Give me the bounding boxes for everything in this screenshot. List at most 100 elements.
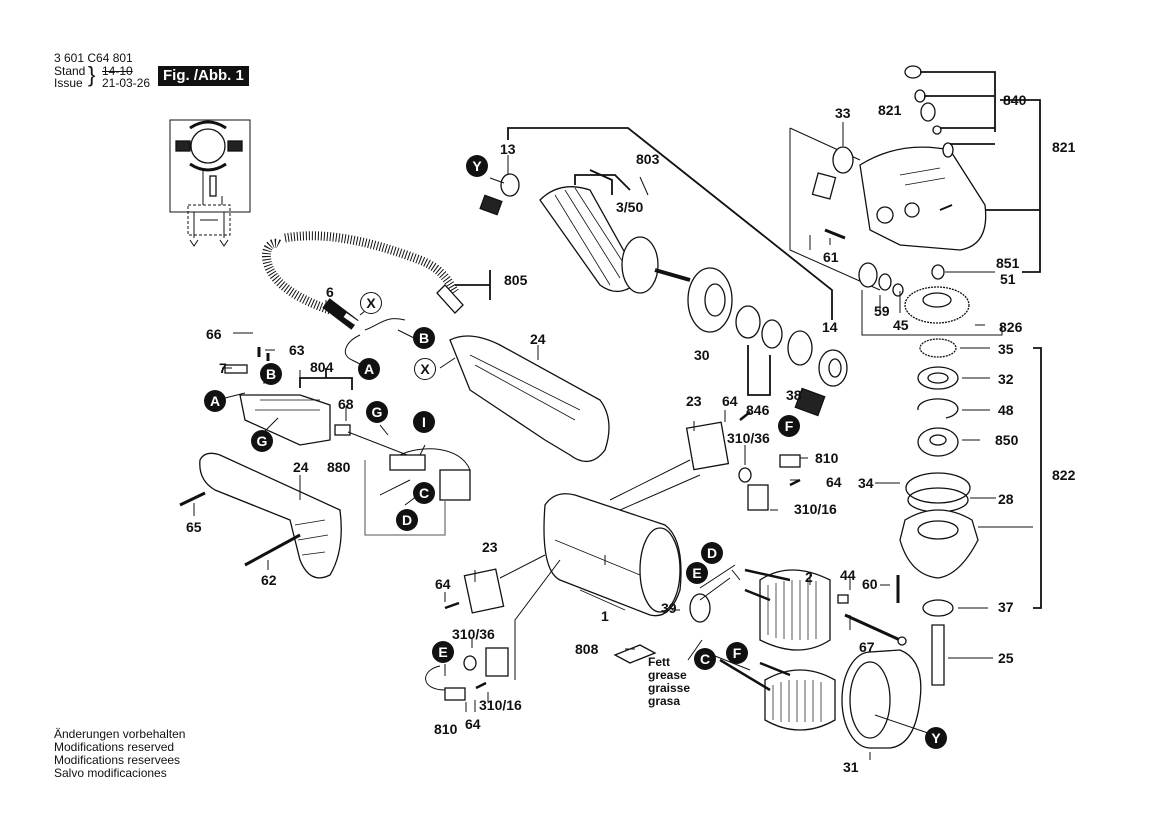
- gear-head-housing: [789, 65, 1041, 291]
- part-label-826: 826: [999, 319, 1023, 335]
- connector-badge-c: C: [413, 482, 435, 504]
- part-label-30: 30: [694, 347, 710, 363]
- connector-badge-d: D: [701, 542, 723, 564]
- connector-badge-x: X: [360, 292, 382, 314]
- switch-880: [364, 448, 471, 536]
- part-label-803: 803: [636, 151, 660, 167]
- part-label-880: 880: [327, 459, 351, 475]
- connector-badge-d: D: [396, 509, 418, 531]
- part-label-846: 846: [746, 402, 770, 418]
- part-label-66: 66: [206, 326, 222, 342]
- part-label-34: 34: [858, 475, 874, 491]
- part-label-44: 44: [840, 567, 856, 583]
- part-label-822: 822: [1052, 467, 1076, 483]
- part-label-23-upper: 23: [686, 393, 702, 409]
- part-label-310-16-lower: 310/16: [479, 697, 522, 713]
- wiring-schematic: [169, 119, 251, 247]
- part-label-23-lower: 23: [482, 539, 498, 555]
- part-label-37: 37: [998, 599, 1014, 615]
- armature-803: [479, 127, 833, 320]
- part-label-14: 14: [822, 319, 838, 335]
- connector-badge-y: Y: [466, 155, 488, 177]
- brush-holder-lower: [425, 554, 561, 701]
- screws: [224, 347, 907, 646]
- part-number: 3 601 C64 801: [54, 51, 133, 65]
- part-label-24-lower: 24: [293, 459, 309, 475]
- part-label-35: 35: [998, 341, 1014, 357]
- bevel-gears-826: [858, 262, 1003, 336]
- footer-line-en: Modifications reserved: [54, 740, 175, 754]
- connector-badge-y: Y: [925, 727, 947, 749]
- brace-icon: }: [88, 62, 96, 87]
- connector-badge-i: I: [413, 411, 435, 433]
- handle-half-lower: [179, 452, 342, 579]
- part-label-808: 808: [575, 641, 599, 657]
- part-label-6: 6: [326, 284, 334, 300]
- part-label-851: 851: [996, 255, 1020, 271]
- footer-line-es: Salvo modificaciones: [54, 766, 167, 780]
- connector-badge-b: B: [260, 363, 282, 385]
- part-label-64-bottom: 64: [465, 716, 481, 732]
- motor-ring-31: [841, 649, 929, 749]
- field-coils-2: [689, 568, 836, 731]
- part-label-821: 821: [878, 102, 902, 118]
- connector-badge-a: A: [204, 390, 226, 412]
- connector-badge-b: B: [413, 327, 435, 349]
- part-label-310-16-upper: 310/16: [794, 501, 837, 517]
- old-issue-date: 14-10: [102, 64, 133, 78]
- part-label-68: 68: [338, 396, 354, 412]
- grease-note-es: grasa: [648, 694, 681, 708]
- grease-note-en: grease: [648, 668, 687, 682]
- footer-line-de: Änderungen vorbehalten: [54, 727, 186, 741]
- part-label-25: 25: [998, 650, 1014, 666]
- part-label-51: 51: [1000, 271, 1016, 287]
- grease-note-fr: graisse: [648, 681, 691, 695]
- part-label-39: 39: [661, 600, 677, 616]
- part-label-65: 65: [186, 519, 202, 535]
- leader-lines: [193, 122, 901, 760]
- part-label-67: 67: [859, 639, 875, 655]
- part-label-810-upper: 810: [815, 450, 839, 466]
- part-label-38: 38: [786, 387, 802, 403]
- part-label-310-36-upper: 310/36: [727, 430, 770, 446]
- stand-label: Stand: [54, 64, 86, 78]
- connector-badge-g: G: [251, 430, 273, 452]
- connector-badge-e: E: [432, 641, 454, 663]
- part-label-64-right: 64: [826, 474, 842, 490]
- part-label-310-36-lower: 310/36: [452, 626, 495, 642]
- grease-note-de: Fett: [648, 655, 670, 669]
- footer-line-fr: Modifications reservees: [54, 753, 181, 767]
- part-label-850: 850: [995, 432, 1019, 448]
- power-cord-805: [262, 231, 491, 361]
- part-label-28: 28: [998, 491, 1014, 507]
- part-label-60: 60: [862, 576, 878, 592]
- connector-badge-c: C: [694, 648, 716, 670]
- connector-badge-g: G: [366, 401, 388, 423]
- part-label-1: 1: [601, 608, 609, 624]
- brush-holder-parts: [609, 411, 801, 511]
- part-label-13: 13: [500, 141, 516, 157]
- part-label-805: 805: [504, 272, 528, 288]
- spindle-stack-822: [875, 338, 1042, 686]
- part-label-840: 840: [1003, 92, 1027, 108]
- connector-badge-f: F: [778, 415, 800, 437]
- part-label-64-upper: 64: [722, 393, 738, 409]
- part-label-7: 7: [219, 360, 227, 376]
- part-label-33: 33: [835, 105, 851, 121]
- motor-housing-1: [543, 493, 682, 664]
- switch-assembly-804: [239, 368, 421, 461]
- issue-date: 21-03-26: [102, 76, 151, 90]
- part-label-3-50: 3/50: [616, 199, 644, 215]
- connector-badge-f: F: [726, 642, 748, 664]
- part-label-31: 31: [843, 759, 859, 775]
- part-label-64-left: 64: [435, 576, 451, 592]
- connector-badge-x: X: [414, 358, 436, 380]
- connector-badge-e: E: [686, 562, 708, 584]
- part-label-810-lower: 810: [434, 721, 458, 737]
- part-label-24-upper: 24: [530, 331, 546, 347]
- part-label-45: 45: [893, 317, 909, 333]
- issue-label: Issue: [54, 76, 83, 90]
- part-label-59: 59: [874, 303, 890, 319]
- part-label-32: 32: [998, 371, 1014, 387]
